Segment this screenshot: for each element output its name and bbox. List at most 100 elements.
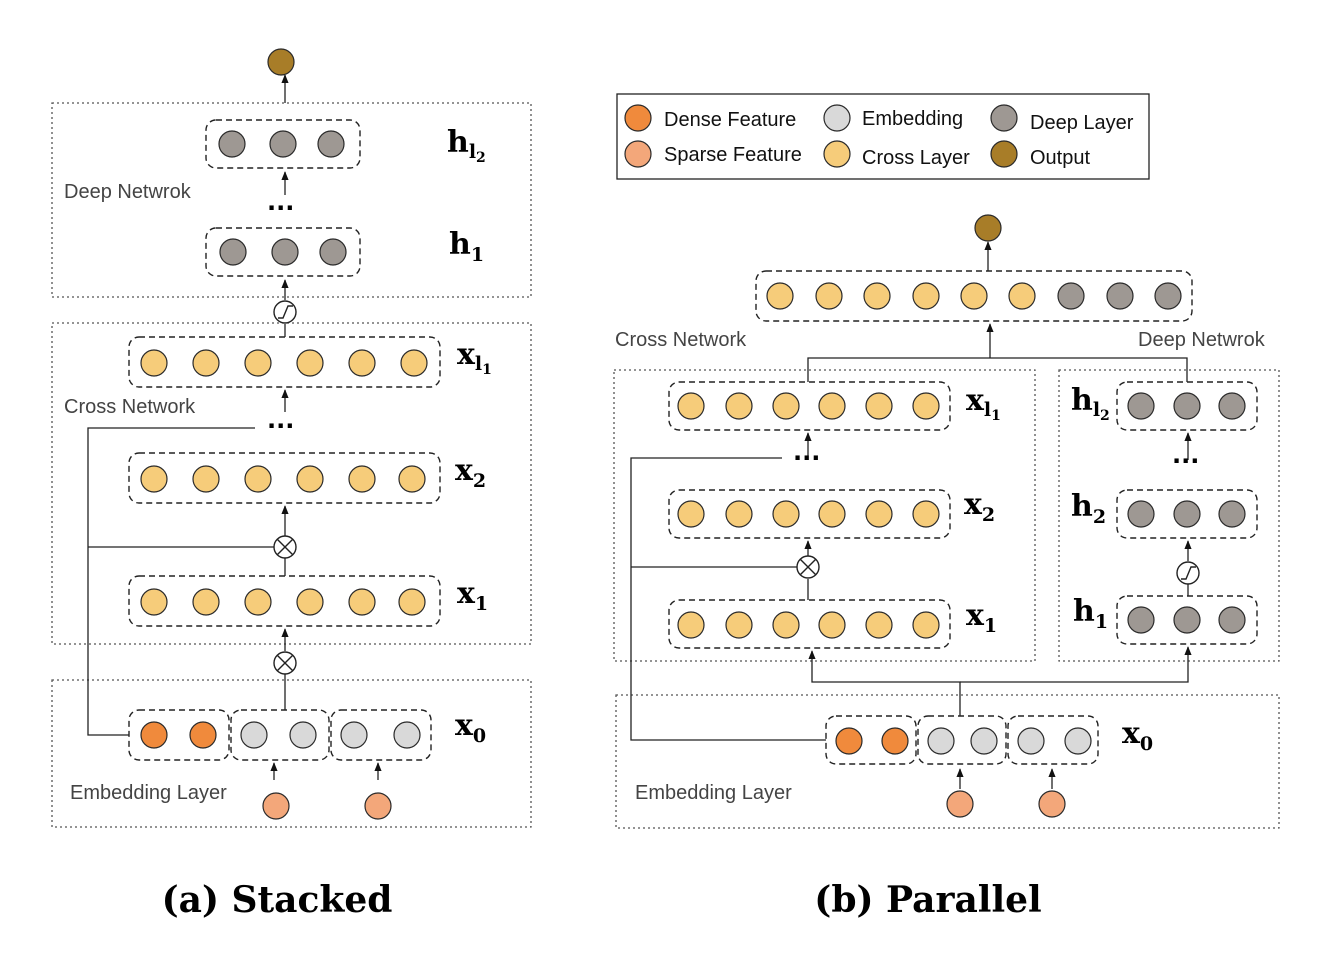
- parallel-embedding-node: [1064, 727, 1092, 755]
- sparse-feature-node: [262, 792, 290, 820]
- output-concat-cross-node: [1008, 282, 1036, 310]
- cross-layer-x2-node: [348, 465, 376, 493]
- parallel-cross-layer-xl1-node: [912, 392, 940, 420]
- deep-layer-ellipsis: ...: [267, 188, 294, 216]
- parallel-cross-network-region: [613, 369, 1036, 662]
- cross-layer-x1-node: [296, 588, 324, 616]
- parallel-deep-layer-h2-node: [1127, 500, 1155, 528]
- parallel-connections: [630, 241, 1192, 789]
- parallel-cross-layer-x1-group: [668, 599, 951, 649]
- parallel-cross-layer-x2-group: [668, 489, 951, 539]
- cross-network-label: Cross Network: [64, 396, 196, 418]
- parallel-embedding-group-2: [1007, 715, 1099, 765]
- parallel-deep-ellipsis: ...: [1172, 441, 1199, 469]
- parallel-activation-symbol: [1176, 561, 1200, 585]
- output-concat-cross-node: [863, 282, 891, 310]
- parallel-cross-layer-x1-node: [725, 611, 753, 639]
- embedding-layer-region: [51, 679, 532, 828]
- legend-embedding-label: Embedding: [862, 108, 963, 130]
- deep-layer-hl2-node: [269, 130, 297, 158]
- deep-layer-hl2-group: [205, 119, 361, 169]
- deep-layer-h1-node: [319, 238, 347, 266]
- parallel-deep-layer-h1-node: [1173, 606, 1201, 634]
- output-concat-cross-node: [960, 282, 988, 310]
- parallel-layer-label-x-l1: xl1: [966, 383, 1001, 424]
- layer-label-x-2: x2: [455, 453, 486, 492]
- parallel-diagram: Cross Network Deep Netwrok Embedding Lay…: [613, 214, 1280, 921]
- parallel-cross-layer-xl1-node: [725, 392, 753, 420]
- parallel-embedding-node: [970, 727, 998, 755]
- dense-feature-node: [189, 721, 217, 749]
- cross-layer-x2-node: [244, 465, 272, 493]
- legend-embedding-swatch: [823, 104, 851, 132]
- cross-layer-xl1-node: [140, 349, 168, 377]
- stacked-caption: (a) Stacked: [162, 879, 393, 921]
- parallel-deep-network-label: Deep Netwrok: [1138, 329, 1266, 351]
- cross-layer-ellipsis: ...: [267, 406, 294, 434]
- cross-layer-xl1-group: [128, 336, 441, 388]
- parallel-cross-layer-xl1-node: [772, 392, 800, 420]
- parallel-embedding-layer-label: Embedding Layer: [635, 782, 792, 804]
- deep-layer-h1-node: [271, 238, 299, 266]
- cross-layer-xl1-node: [244, 349, 272, 377]
- parallel-deep-layer-h2-node: [1173, 500, 1201, 528]
- legend-output-label: Output: [1030, 147, 1090, 169]
- parallel-dense-feature-node: [881, 727, 909, 755]
- parallel-embedding-layer-region: [615, 694, 1280, 829]
- parallel-cross-layer-x1-node: [865, 611, 893, 639]
- parallel-cross-layer-x2-node: [912, 500, 940, 528]
- output-node: [267, 48, 295, 76]
- layer-label-x-l1: xl1: [457, 337, 492, 378]
- parallel-layer-label-h-l2: hl2: [1071, 383, 1110, 424]
- parallel-cross-layer-xl1-node: [865, 392, 893, 420]
- dense-feature-node: [140, 721, 168, 749]
- parallel-cross-layer-x2-node: [725, 500, 753, 528]
- parallel-caption: (b) Parallel: [814, 879, 1041, 921]
- parallel-layer-label-x-1: x1: [966, 598, 997, 637]
- output-concat-cross-node: [815, 282, 843, 310]
- parallel-cross-layer-x1-node: [912, 611, 940, 639]
- layer-label-x-0: x0: [455, 708, 486, 747]
- cross-layer-x1-node: [244, 588, 272, 616]
- parallel-embedding-node: [1017, 727, 1045, 755]
- parallel-cross-product-symbol: [796, 555, 820, 579]
- parallel-sparse-feature-node: [946, 790, 974, 818]
- parallel-deep-layer-h1-node: [1218, 606, 1246, 634]
- legend-sparse-swatch: [624, 140, 652, 168]
- cross-layer-x1-node: [140, 588, 168, 616]
- parallel-cross-layer-x2-node: [677, 500, 705, 528]
- cross-layer-x1-node: [398, 588, 426, 616]
- parallel-cross-network-label: Cross Network: [615, 329, 747, 351]
- output-concat-deep-node: [1057, 282, 1085, 310]
- output-concat-cross-node: [912, 282, 940, 310]
- parallel-deep-layer-hl2-node: [1218, 392, 1246, 420]
- parallel-dense-feature-node: [835, 727, 863, 755]
- parallel-nodes: [677, 214, 1246, 818]
- parallel-cross-layer-x1-node: [677, 611, 705, 639]
- activation-symbol: [273, 300, 297, 324]
- parallel-embedding-node: [927, 727, 955, 755]
- parallel-deep-layer-h1-group: [1116, 595, 1258, 645]
- cross-layer-xl1-node: [348, 349, 376, 377]
- parallel-dense-feature-group: [825, 715, 917, 765]
- parallel-layer-label-h-2: h2: [1071, 489, 1106, 528]
- deep-layer-hl2-node: [218, 130, 246, 158]
- embedding-node: [393, 721, 421, 749]
- output-concat-deep-node: [1106, 282, 1134, 310]
- output-concat-cross-node: [766, 282, 794, 310]
- legend-box: [616, 93, 1150, 180]
- cross-layer-xl1-node: [192, 349, 220, 377]
- parallel-layer-label-x-0: x0: [1122, 716, 1153, 755]
- legend-output-swatch: [990, 140, 1018, 168]
- cross-layer-x1-node: [192, 588, 220, 616]
- legend-cross-label: Cross Layer: [862, 147, 970, 169]
- cross-layer-x2-node: [296, 465, 324, 493]
- cross-product-symbol-0: [273, 651, 297, 675]
- parallel-cross-layer-x1-node: [772, 611, 800, 639]
- deep-network-region: [51, 102, 532, 298]
- legend-sparse-label: Sparse Feature: [664, 144, 802, 166]
- stacked-diagram: Deep Netwrok Cross Network Embedding Lay…: [51, 48, 532, 921]
- parallel-deep-layer-h1-node: [1127, 606, 1155, 634]
